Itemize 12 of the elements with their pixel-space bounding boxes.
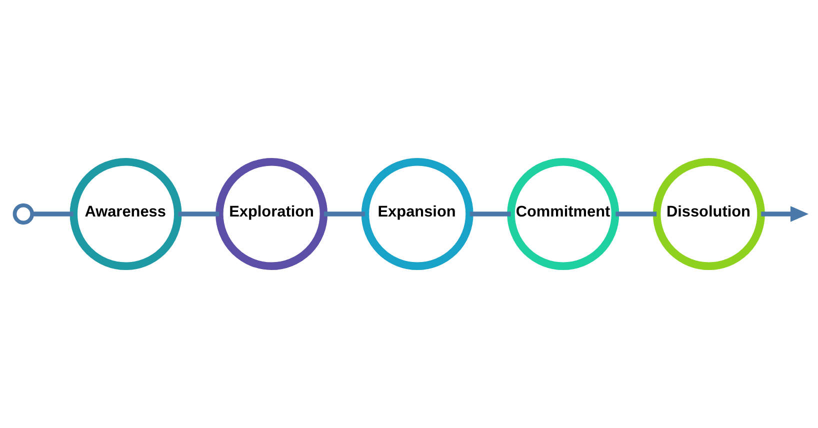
node-circle: Dissolution: [652, 158, 765, 270]
connector: [32, 212, 74, 216]
connector: [178, 212, 220, 216]
arrow: [761, 206, 809, 222]
node-circle: [12, 203, 34, 225]
node-circle: Expansion: [361, 158, 474, 270]
connector: [616, 212, 657, 216]
node-circle: Exploration: [216, 158, 328, 270]
connector: [470, 212, 511, 216]
node-circle: Commitment: [507, 158, 620, 270]
node-circle: Awareness: [70, 158, 182, 270]
connector: [324, 212, 365, 216]
